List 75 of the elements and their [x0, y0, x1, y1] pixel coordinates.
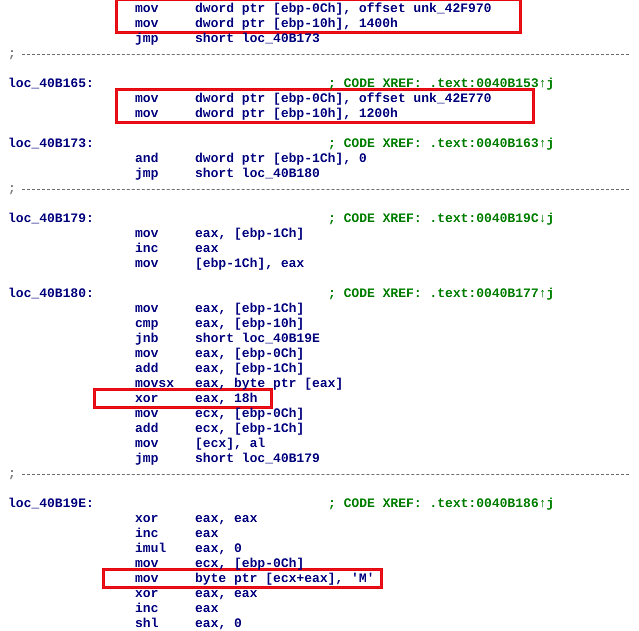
mnemonic: mov — [135, 106, 158, 121]
operand-text: eax — [195, 241, 218, 256]
operand-text: short loc_40B173 — [195, 31, 320, 46]
code-label: loc_40B173: — [8, 136, 94, 151]
operand-text: eax — [195, 526, 218, 541]
comment-marker: ; — [8, 466, 16, 481]
highlight-box — [115, 88, 535, 124]
mnemonic: movsx — [135, 376, 174, 391]
operand-text: eax, [ebp-0Ch] — [195, 346, 304, 361]
mnemonic: add — [135, 421, 158, 436]
comment-marker: ; — [8, 46, 16, 61]
operand-text: eax, 0 — [195, 541, 242, 556]
operand-text: eax, byte ptr [eax] — [195, 376, 344, 391]
code-label: loc_40B19E: — [8, 496, 94, 511]
xref-comment: ; CODE XREF: .text:0040B177↑j — [328, 286, 554, 301]
mnemonic: mov — [135, 1, 158, 16]
xref-comment: ; CODE XREF: .text:0040B186↑j — [328, 496, 554, 511]
mnemonic: add — [135, 361, 158, 376]
operand-text: dword ptr [ebp-0Ch], offset unk_42F970 — [195, 1, 492, 16]
mnemonic: xor — [135, 511, 158, 526]
operand-text: short loc_40B19E — [195, 331, 320, 346]
mnemonic: jmp — [135, 166, 158, 181]
operand-text: dword ptr [ebp-10h], 1400h — [195, 16, 398, 31]
operand-text: short loc_40B179 — [195, 451, 320, 466]
mnemonic: mov — [135, 556, 158, 571]
operand-text: eax, 0 — [195, 616, 242, 631]
mnemonic: jmp — [135, 31, 158, 46]
mnemonic: mov — [135, 256, 158, 271]
mnemonic: mov — [135, 91, 158, 106]
highlight-box — [93, 388, 273, 409]
operand-text: dword ptr [ebp-0Ch], offset unk_42E770 — [195, 91, 492, 106]
operand-text: [ecx], al — [195, 436, 266, 451]
operand-text: eax, [ebp-1Ch] — [195, 301, 304, 316]
comment-marker: ; — [8, 181, 16, 196]
operand-text: eax, [ebp-1Ch] — [195, 361, 304, 376]
operand-text: eax, eax — [195, 586, 258, 601]
operand-text: dword ptr [ebp-1Ch], 0 — [195, 151, 367, 166]
operand-text: eax, [ebp-10h] — [195, 316, 304, 331]
code-label: loc_40B165: — [8, 76, 94, 91]
operand-text: ecx, [ebp-0Ch] — [195, 556, 304, 571]
operand-text: short loc_40B180 — [195, 166, 320, 181]
xref-comment: ; CODE XREF: .text:0040B153↑j — [328, 76, 554, 91]
mnemonic: imul — [135, 541, 166, 556]
mnemonic: inc — [135, 601, 158, 616]
mnemonic: inc — [135, 241, 158, 256]
operand-text: eax, 18h — [195, 391, 258, 406]
mnemonic: xor — [135, 586, 158, 601]
operand-text: ecx, [ebp-0Ch] — [195, 406, 304, 421]
mnemonic: xor — [135, 391, 158, 406]
mnemonic: cmp — [135, 316, 158, 331]
operand-text: eax — [195, 601, 218, 616]
mnemonic: jmp — [135, 451, 158, 466]
code-label: loc_40B180: — [8, 286, 94, 301]
code-label: loc_40B179: — [8, 211, 94, 226]
mnemonic: mov — [135, 226, 158, 241]
mnemonic: mov — [135, 571, 158, 586]
mnemonic: mov — [135, 436, 158, 451]
mnemonic: and — [135, 151, 158, 166]
xref-comment: ; CODE XREF: .text:0040B19C↓j — [328, 211, 554, 226]
mnemonic: jnb — [135, 331, 158, 346]
operand-text: [ebp-1Ch], eax — [195, 256, 304, 271]
operand-text: ecx, [ebp-1Ch] — [195, 421, 304, 436]
mnemonic: mov — [135, 301, 158, 316]
mnemonic: mov — [135, 16, 158, 31]
mnemonic: mov — [135, 346, 158, 361]
operand-text: eax, [ebp-1Ch] — [195, 226, 304, 241]
highlight-box — [102, 568, 383, 589]
mnemonic: shl — [135, 616, 158, 631]
mnemonic: inc — [135, 526, 158, 541]
operand-text: byte ptr [ecx+eax], 'M' — [195, 571, 374, 586]
xref-comment: ; CODE XREF: .text:0040B163↑j — [328, 136, 554, 151]
highlight-box — [115, 0, 522, 34]
mnemonic: mov — [135, 406, 158, 421]
operand-text: dword ptr [ebp-10h], 1200h — [195, 106, 398, 121]
operand-text: eax, eax — [195, 511, 258, 526]
